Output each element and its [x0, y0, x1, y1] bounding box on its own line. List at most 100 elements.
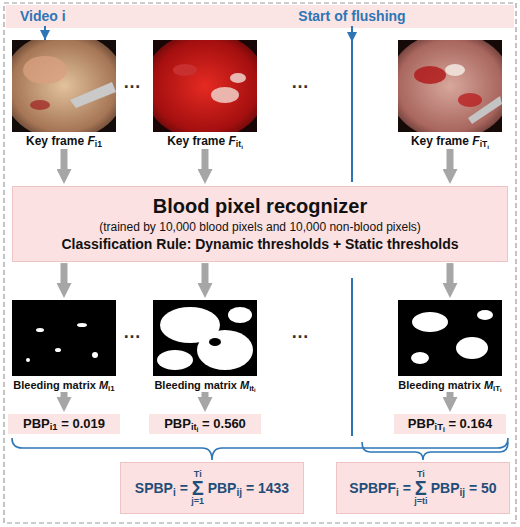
symbol: SPBPF: [349, 480, 396, 496]
node-text: Bleeding matrix Miti: [151, 379, 259, 391]
symbol: M: [99, 379, 108, 391]
keyframe-node: Key frame Fiti: [145, 40, 265, 148]
sum-limit: Ti: [417, 470, 425, 479]
bleeding-matrix-node: Bleeding matrix Miti: [145, 300, 265, 391]
node-text: Blood pixel recognizer: [19, 194, 501, 219]
blood-spot: [30, 100, 50, 110]
subscript: iti: [249, 384, 255, 393]
blood: [153, 40, 257, 132]
symbol: M: [240, 379, 249, 391]
brace: [362, 442, 508, 460]
bleeding-matrix-node: Bleeding matrix MiTi: [390, 300, 510, 391]
non-blood-pixels: [209, 338, 221, 346]
blood-pixels: [411, 352, 429, 364]
blood-spot: [414, 66, 446, 84]
keyframe-photo: [12, 40, 116, 132]
blood-pixels: [456, 337, 488, 359]
flow-arrow: [202, 392, 209, 397]
keyframe-photo: [153, 40, 257, 132]
symbol: SPBP: [135, 480, 173, 496]
pbp-value: PBPiti = 0.560: [149, 414, 261, 434]
pbp-value: PBPiTi = 0.164: [394, 414, 506, 434]
bleeding-matrix-image: [398, 300, 502, 376]
flow-arrow: [447, 263, 454, 283]
header-band: [6, 5, 514, 28]
subscript: i: [241, 143, 243, 150]
matrix-ground: [153, 300, 257, 376]
subscript: i: [173, 487, 176, 498]
subscript: i1: [50, 422, 58, 432]
video-label: Video i: [20, 8, 66, 24]
tissue: [230, 73, 246, 83]
keyframe-photo: [398, 40, 502, 132]
flow-arrow: [61, 149, 68, 169]
subscript: iti: [191, 422, 199, 432]
node-text: Key frame FiTi: [396, 134, 504, 148]
subscript: iti: [236, 139, 243, 149]
blood-pixels: [477, 310, 493, 320]
blood-pixels: [228, 307, 252, 323]
ellipsis: …: [291, 72, 309, 93]
symbol: PBP: [208, 480, 237, 496]
node-text: Bleeding matrix MiTi: [396, 379, 504, 391]
keyframe-node: Key frame FiTi: [390, 40, 510, 148]
sum-limit: j=1: [191, 497, 204, 506]
flow-arrow: [202, 149, 209, 169]
node-text: PBPiTi = 0.164: [400, 414, 500, 434]
subscript: i: [443, 426, 445, 433]
tissue: [12, 40, 116, 132]
flow-arrow: [61, 392, 68, 397]
blood-pixels: [55, 348, 61, 352]
matrix-ground: [398, 300, 502, 376]
blood-pixels: [197, 330, 253, 370]
blood-pixels: [26, 358, 30, 362]
matrix-ground: [12, 300, 116, 376]
pbp-value: PBPi1 = 0.019: [8, 414, 120, 434]
sum-box: SPBPi = Σ PBPij = 1433: [120, 462, 304, 514]
node-text: (trained by 10,000 blood pixels and 10,0…: [19, 219, 501, 235]
subscript: iTi: [493, 384, 502, 393]
pointer-arrow: [44, 26, 46, 40]
tissue: [23, 56, 67, 84]
sum-sign: Σ: [192, 478, 204, 498]
node-text: Bleeding matrix Mi1: [10, 379, 118, 391]
flushing-line: [351, 278, 353, 436]
subscript: i1: [95, 139, 102, 149]
instrument: [468, 96, 502, 124]
blood-pixels: [157, 350, 193, 370]
node-text: PBPi1 = 0.019: [14, 414, 114, 434]
blood-pixels: [92, 352, 98, 358]
bleeding-matrix-image: [153, 300, 257, 376]
sum-box: SPBPFi = Σ PBPij = 50: [336, 462, 510, 514]
node-text: SPBPFi = Σ PBPij = 50: [349, 478, 496, 498]
flow-arrow: [61, 263, 68, 283]
ellipsis: …: [291, 322, 309, 343]
sum-sign: Σ: [415, 478, 427, 498]
symbol: PBP: [164, 416, 191, 431]
bleeding-matrix-node: Bleeding matrix Mi1: [4, 300, 124, 391]
bleeding-matrix-image: [12, 300, 116, 376]
pointer-arrow: [351, 26, 353, 42]
brace: [12, 438, 508, 460]
node-text: PBPiti = 0.560: [155, 414, 255, 434]
flow-arrow: [447, 392, 454, 397]
subscript: i1: [108, 384, 115, 393]
symbol: PBP: [408, 416, 435, 431]
node-text: SPBPi = Σ PBPij = 1433: [135, 478, 289, 498]
subscript: i: [487, 143, 489, 150]
node-text: Key frame Fiti: [151, 134, 259, 148]
sum-limit: Ti: [194, 470, 202, 479]
subscript: i: [500, 387, 502, 393]
symbol: PBP: [23, 416, 50, 431]
subscript: ij: [236, 487, 242, 498]
blood: [173, 64, 197, 76]
flow-arrow: [202, 263, 209, 283]
blood-pixels: [36, 328, 44, 332]
blood-spot: [458, 93, 482, 107]
symbol: F: [229, 134, 236, 148]
tissue: [445, 64, 465, 76]
subscript: i: [254, 387, 256, 393]
